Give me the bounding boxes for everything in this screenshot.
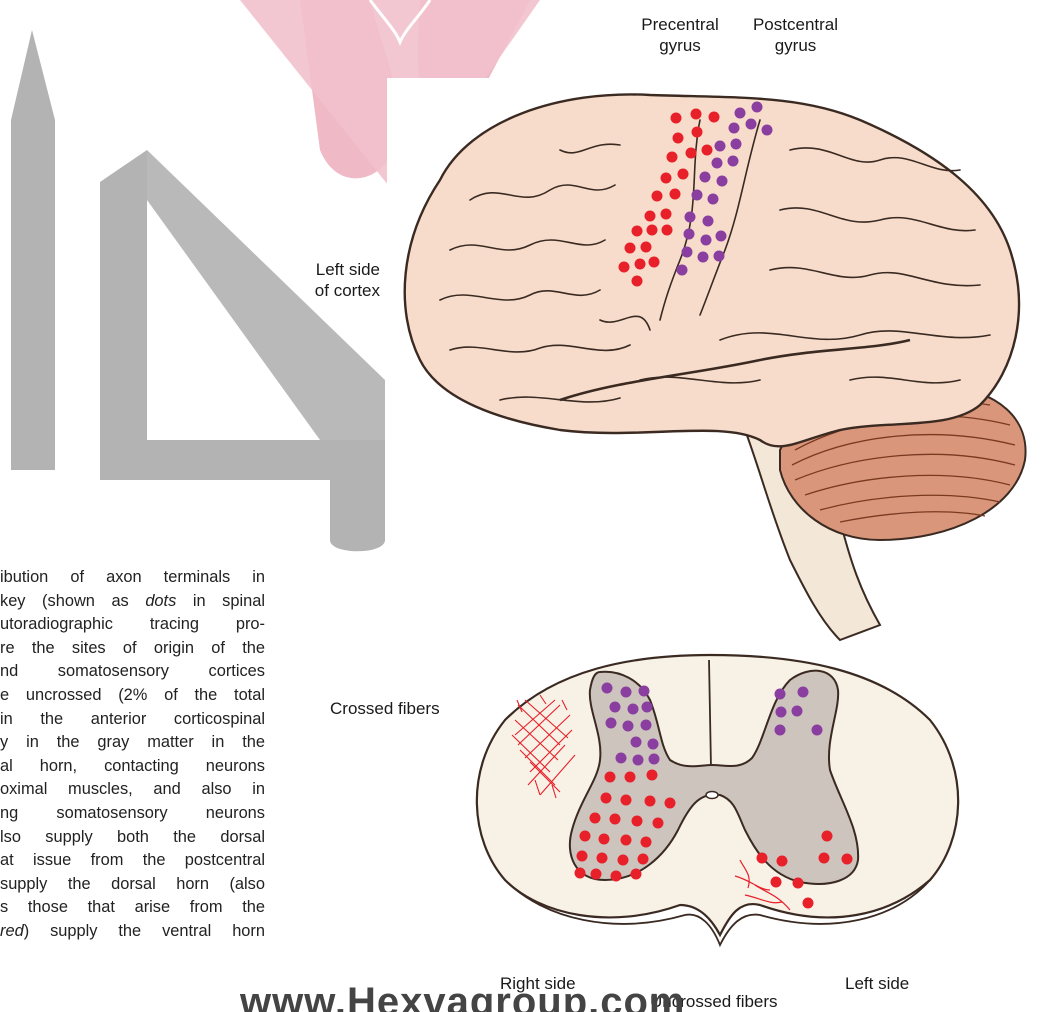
caption-line: y in the gray matter in the [0, 731, 265, 755]
caption-line: red) supply the ventral horn [0, 920, 265, 944]
caption-line: ibution of axon terminals in [0, 566, 265, 590]
caption-line: ng somatosensory neurons [0, 802, 265, 826]
caption-line: key (shown as dots in spinal [0, 590, 265, 614]
caption-line: nd somatosensory cortices [0, 660, 265, 684]
precentral-gyrus-label: Precentral gyrus [625, 14, 735, 56]
caption-line: supply the dorsal horn (also [0, 873, 265, 897]
caption-line: s those that arise from the [0, 896, 265, 920]
crossed-fibers-label: Crossed fibers [330, 698, 490, 719]
watermark-url: www.Hexvagroup.com [240, 978, 686, 1012]
caption-line: lso supply both the dorsal [0, 826, 265, 850]
caption-line: at issue from the postcentral [0, 849, 265, 873]
left-side-of-cortex-label: Left side of cortex [270, 259, 380, 301]
spinal-cord-section [477, 655, 958, 945]
left-side-label: Left side [845, 973, 945, 994]
caption-line: in the anterior corticospinal [0, 708, 265, 732]
caption-line: utoradiographic tracing pro- [0, 613, 265, 637]
postcentral-gyrus-label: Postcentral gyrus [738, 14, 853, 56]
caption-line: al horn, contacting neurons [0, 755, 265, 779]
caption-line: re the sites of origin of the [0, 637, 265, 661]
caption-line: e uncrossed (2% of the total [0, 684, 265, 708]
caption-line: oximal muscles, and also in [0, 778, 265, 802]
